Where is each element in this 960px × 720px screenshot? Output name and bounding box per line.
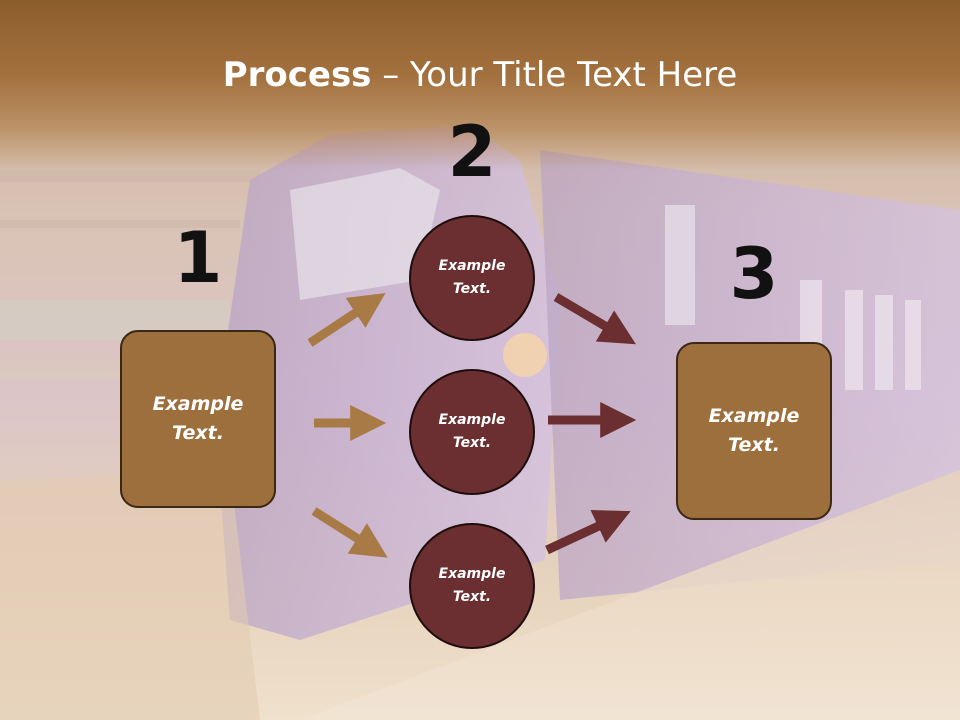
title-band xyxy=(0,0,960,170)
step-3-text: Example Text. xyxy=(708,405,800,456)
arrow-bottom-to-right xyxy=(545,510,631,555)
arrow-left-to-bottom xyxy=(311,507,388,558)
step-1-text: Example Text. xyxy=(152,393,244,444)
title-bold: Process xyxy=(222,55,372,95)
step-2-circle-top[interactable]: Example Text. xyxy=(409,215,535,341)
slide-title[interactable]: Process – Your Title Text Here xyxy=(0,52,960,98)
step-1-box[interactable]: Example Text. xyxy=(120,330,276,508)
step-number-1[interactable]: 1 xyxy=(173,217,223,299)
arrow-top-to-right xyxy=(553,293,636,345)
circle-top-text: Example Text. xyxy=(438,258,506,297)
circle-middle-text: Example Text. xyxy=(438,412,506,451)
step-3-box[interactable]: Example Text. xyxy=(676,342,832,520)
step-number-2[interactable]: 2 xyxy=(447,111,497,193)
title-rest: – Your Title Text Here xyxy=(371,55,738,95)
step-number-3[interactable]: 3 xyxy=(729,233,779,315)
step-2-circle-bottom[interactable]: Example Text. xyxy=(409,523,535,649)
arrow-left-to-top xyxy=(307,293,386,347)
circle-bottom-text: Example Text. xyxy=(438,566,506,605)
step-2-circle-middle[interactable]: Example Text. xyxy=(409,369,535,495)
